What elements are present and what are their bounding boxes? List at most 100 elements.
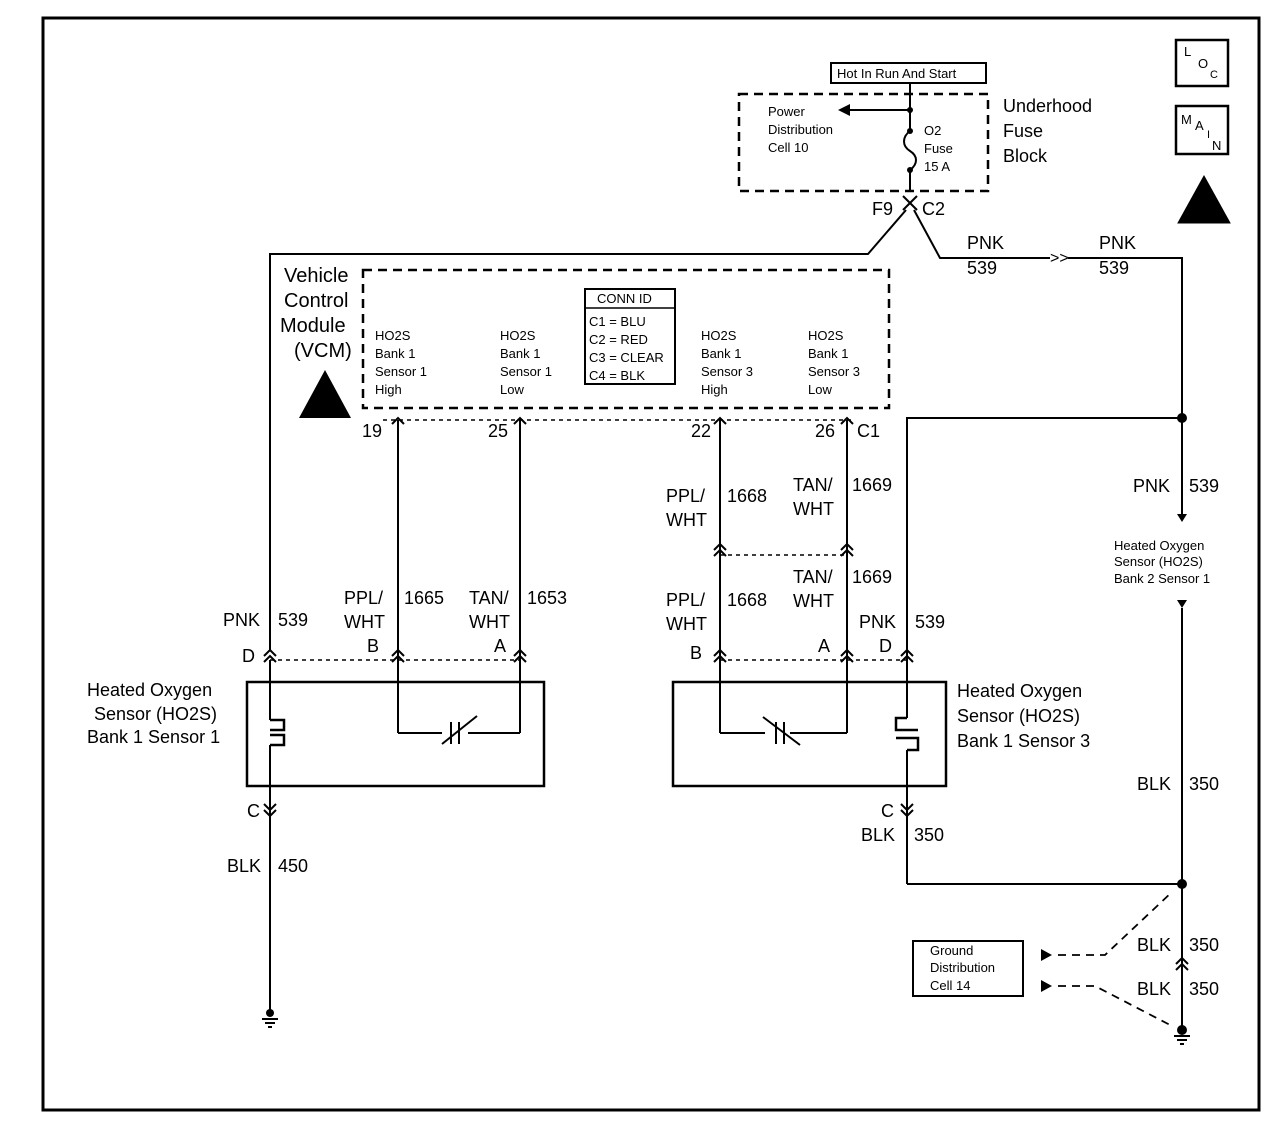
pin-c2: C2 [922, 199, 945, 219]
sensor-element-icon [441, 715, 478, 745]
vcm-title-line3: Module [280, 315, 346, 337]
wire-color-pnk-mid: PNK [859, 612, 896, 632]
ground-dist-line3: Cell 14 [930, 978, 970, 993]
wire-color-pnk-top-2: PNK [1099, 233, 1136, 253]
wire-color-ppl-1668-b-2: WHT [666, 614, 707, 634]
s1-pin-b: B [367, 636, 379, 656]
wire-num-1668-b: 1668 [727, 590, 767, 610]
pdc-label-line3: Cell 10 [768, 140, 808, 155]
svg-text:>>: >> [1050, 250, 1069, 267]
svg-text:N: N [1212, 138, 1221, 153]
svg-text:High: High [375, 382, 402, 397]
s1-title-line2: Sensor (HO2S) [94, 704, 217, 724]
wire-num-1669-a: 1669 [852, 475, 892, 495]
svg-text:OBD II: OBD II [1190, 209, 1217, 219]
connector-c1: C1 [857, 421, 880, 441]
pdc-label-line2: Distribution [768, 122, 833, 137]
conn-id-c4: C4 = BLK [589, 368, 645, 383]
arrow-right-icon-1 [1041, 949, 1052, 961]
svg-text:Bank 1: Bank 1 [808, 346, 848, 361]
wire-num-539-top-1: 539 [967, 258, 997, 278]
svg-text:Low: Low [500, 382, 524, 397]
b2-sensor-line1: Heated Oxygen [1114, 538, 1204, 553]
wire-pnk-539-to-vcm [269, 209, 907, 650]
vcm-title-line1: Vehicle [284, 265, 349, 287]
wire-color-tan-1669-a-2: WHT [793, 499, 834, 519]
fuse-icon [903, 130, 917, 171]
vcm-col-s3-low: HO2S Bank 1 Sensor 3 Low [808, 328, 860, 397]
wire-color-pnk-right: PNK [1133, 476, 1170, 496]
s3-title-line2: Sensor (HO2S) [957, 706, 1080, 726]
svg-text:Low: Low [808, 382, 832, 397]
wire-num-350-right: 350 [1189, 774, 1219, 794]
svg-text:Sensor 3: Sensor 3 [808, 364, 860, 379]
wire-num-350-g2: 350 [1189, 979, 1219, 999]
s3-pin-c: C [881, 801, 894, 821]
wire-color-ppl-1668-a-1: PPL/ [666, 486, 705, 506]
wire-pnk-539-to-right [913, 209, 1050, 259]
s3-pin-a: A [818, 636, 830, 656]
ground-icon-left [262, 1009, 278, 1028]
svg-text:High: High [701, 382, 728, 397]
arrow-down-icon [1177, 514, 1187, 522]
heater-element-icon-2 [894, 716, 920, 752]
arrow-right-icon-2 [1041, 980, 1052, 992]
main-icon: M A I N [1174, 104, 1230, 156]
svg-text:Sensor 1: Sensor 1 [500, 364, 552, 379]
ground-dist-line2: Distribution [930, 960, 995, 975]
svg-text:Sensor 1: Sensor 1 [375, 364, 427, 379]
wire-color-blk-350-g2: BLK [1137, 979, 1171, 999]
wire-num-1665: 1665 [404, 588, 444, 608]
fuse-label-line3: 15 A [924, 159, 950, 174]
wire-num-539-top-2: 539 [1099, 258, 1129, 278]
svg-text:Bank 1: Bank 1 [701, 346, 741, 361]
fuse-label-line2: Fuse [924, 141, 953, 156]
wire-num-450: 450 [278, 856, 308, 876]
b2-sensor-line3: Bank 2 Sensor 1 [1114, 571, 1210, 586]
wire-num-539-mid: 539 [915, 612, 945, 632]
s1-pin-d: D [242, 646, 255, 666]
wire-color-ppl-1665-2: WHT [344, 612, 385, 632]
s1-pin-a: A [494, 636, 506, 656]
wire-color-ppl-1668-a-2: WHT [666, 510, 707, 530]
wire-num-350-g1: 350 [1189, 935, 1219, 955]
svg-text:II: II [1199, 191, 1205, 203]
wire-num-350-s3: 350 [914, 825, 944, 845]
pin-22: 22 [691, 421, 711, 441]
vcm-col-s1-low: HO2S Bank 1 Sensor 1 Low [500, 328, 552, 397]
wire-color-tan-1669-b-2: WHT [793, 591, 834, 611]
vcm-title-line2: Control [284, 290, 348, 312]
wire-color-blk-350-s3: BLK [861, 825, 895, 845]
vcm-col-s1-high: HO2S Bank 1 Sensor 1 High [375, 328, 427, 397]
pdc-label-line1: Power [768, 104, 806, 119]
hot-in-run-label: Hot In Run And Start [837, 66, 957, 81]
conn-id-box [584, 288, 676, 385]
svg-text:Bank 1: Bank 1 [500, 346, 540, 361]
pin-25: 25 [488, 421, 508, 441]
wire-num-1669-b: 1669 [852, 567, 892, 587]
wire-num-1668-a: 1668 [727, 486, 767, 506]
wire-color-tan-1669-a-1: TAN/ [793, 475, 833, 495]
svg-text:C: C [1210, 69, 1218, 81]
conn-id-c1: C1 = BLU [589, 314, 646, 329]
s1-title-line3: Bank 1 Sensor 1 [87, 727, 220, 747]
b2-sensor-line2: Sensor (HO2S) [1114, 554, 1203, 569]
wire-color-blk-350-right: BLK [1137, 774, 1171, 794]
pin-f9: F9 [872, 199, 893, 219]
underhood-fuse-block-box [737, 92, 990, 193]
wire-color-tan-1669-b-1: TAN/ [793, 567, 833, 587]
loc-icon: L O C [1174, 38, 1230, 88]
vcm-title-line4: (VCM) [294, 340, 352, 362]
conn-id-c3: C3 = CLEAR [589, 350, 664, 365]
svg-text:L: L [1184, 44, 1191, 59]
fuse-label-line1: O2 [924, 123, 941, 138]
s1-title-line1: Heated Oxygen [87, 680, 212, 700]
svg-text:Bank 1: Bank 1 [375, 346, 415, 361]
wire-color-tan-1653-2: WHT [469, 612, 510, 632]
fuse-block-title-line1: Underhood [1003, 96, 1092, 116]
fuse-block-title-line3: Block [1003, 146, 1048, 166]
hot-in-run-label-box [830, 62, 987, 84]
wire-num-539-right: 539 [1189, 476, 1219, 496]
svg-text:HO2S: HO2S [808, 328, 844, 343]
ground-icon-right [1174, 1025, 1190, 1045]
